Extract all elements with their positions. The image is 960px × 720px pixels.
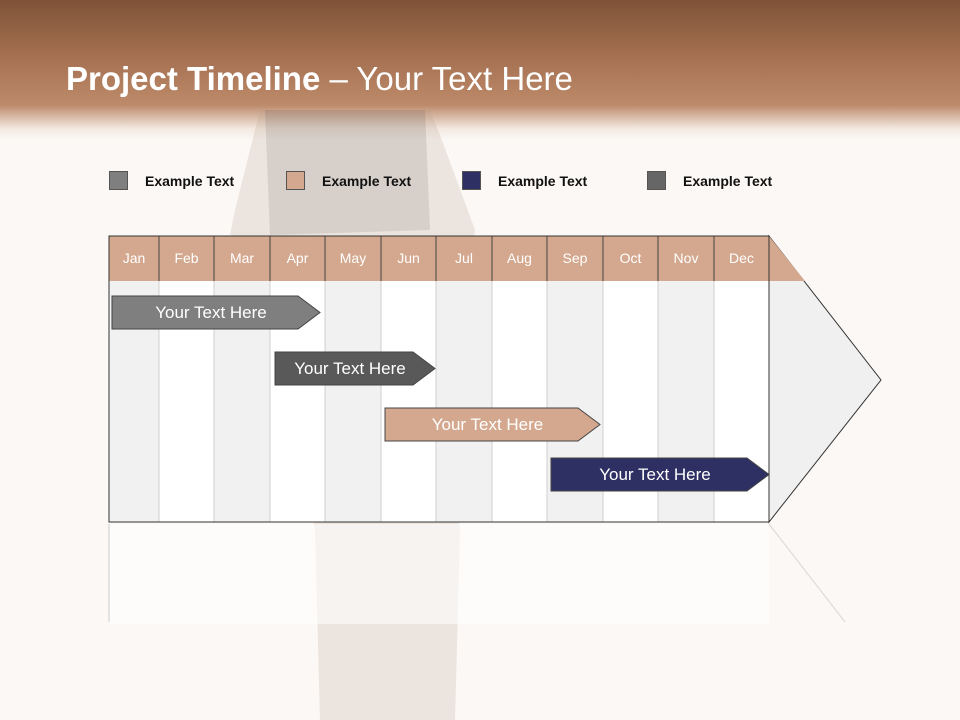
month-label-jun: Jun <box>397 250 420 266</box>
month-label-oct: Oct <box>619 250 642 266</box>
month-cell <box>214 236 270 281</box>
legend-label: Example Text <box>683 173 773 189</box>
month-label-feb: Feb <box>174 250 199 266</box>
month-label-mar: Mar <box>229 250 255 266</box>
task-bar-label: Your Text Here <box>155 303 267 322</box>
month-cell <box>436 236 492 281</box>
legend-swatch <box>462 171 481 190</box>
month-cell <box>109 236 159 281</box>
task-bar-3 <box>384 407 601 442</box>
title-bold-part: Project Timeline <box>66 60 321 97</box>
task-bar-label: Your Text Here <box>294 359 406 378</box>
task-bar-1 <box>111 295 321 330</box>
title-rest-part: – Your Text Here <box>320 60 573 97</box>
month-cell <box>658 236 714 281</box>
task-bar-4 <box>550 457 770 492</box>
month-label-nov: Nov <box>673 250 699 266</box>
month-column <box>381 281 436 522</box>
month-cell <box>325 236 381 281</box>
month-cell <box>270 236 325 281</box>
month-cell <box>714 236 769 281</box>
month-label-jul: Jul <box>455 250 473 266</box>
legend-swatch <box>647 171 666 190</box>
month-cell <box>603 236 658 281</box>
arrow-head-month-band <box>769 236 805 281</box>
task-bar-label: Your Text Here <box>599 465 711 484</box>
reflection-edge <box>768 523 846 623</box>
month-label-may: May <box>339 250 367 266</box>
legend-label: Example Text <box>498 173 588 189</box>
month-label-aug: Aug <box>507 250 532 266</box>
month-cell <box>159 236 214 281</box>
legend-label: Example Text <box>145 173 235 189</box>
header-band <box>0 0 960 140</box>
month-label-dec: Dec <box>729 250 754 266</box>
legend-swatch <box>109 171 128 190</box>
month-label-jan: Jan <box>122 250 146 266</box>
month-label-apr: Apr <box>286 250 309 266</box>
task-bar-label: Your Text Here <box>431 415 544 434</box>
month-column <box>325 281 381 522</box>
month-cell <box>547 236 603 281</box>
legend-swatch <box>286 171 305 190</box>
month-column <box>492 281 547 522</box>
month-cell <box>492 236 547 281</box>
page-title: Project Timeline – Your Text Here <box>66 60 573 98</box>
month-column <box>436 281 492 522</box>
task-bar-2 <box>274 351 436 386</box>
month-cell <box>381 236 436 281</box>
month-label-sep: Sep <box>562 250 588 266</box>
arrow-reflection <box>109 524 769 624</box>
legend-label: Example Text <box>322 173 412 189</box>
